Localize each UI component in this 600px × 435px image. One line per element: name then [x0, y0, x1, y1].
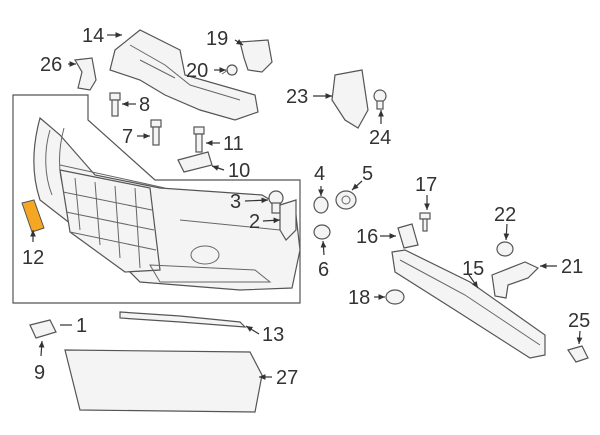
- callout-10: 10: [228, 160, 250, 182]
- callout-5: 5: [362, 163, 373, 185]
- bracket-21: [491, 261, 540, 299]
- callout-7: 7: [122, 126, 133, 148]
- impact-bar-15: [391, 249, 546, 359]
- clip-25: [567, 345, 589, 363]
- callout-6: 6: [318, 259, 329, 281]
- callout-25: 25: [568, 310, 590, 332]
- callout-3: 3: [230, 191, 241, 213]
- callout-1: 1: [76, 315, 87, 337]
- callout-4: 4: [314, 163, 325, 185]
- grille-trim-27: [64, 349, 263, 413]
- reflector-12-highlighted: [21, 199, 45, 233]
- callout-17: 17: [415, 174, 437, 196]
- callout-14: 14: [82, 25, 104, 47]
- callout-13: 13: [262, 324, 284, 346]
- molding-13: [119, 311, 247, 328]
- leader-lines: [30, 32, 583, 380]
- callout-11: 11: [223, 133, 244, 155]
- callout-26: 26: [40, 54, 62, 76]
- callout-18: 18: [348, 287, 370, 309]
- callout-19: 19: [206, 28, 228, 50]
- callout-21: 21: [561, 256, 583, 278]
- callout-23: 23: [286, 86, 308, 108]
- bracket-26: [74, 57, 97, 91]
- screw-20: [221, 64, 238, 76]
- callout-15: 15: [462, 258, 484, 280]
- bolt-11: [193, 126, 205, 153]
- bracket-2: [279, 199, 297, 241]
- bushing-4: [313, 196, 329, 214]
- bushing-5: [335, 190, 357, 210]
- callout-labels: 14 26 19 20 23 24 8 7 11 10 3 2 4 5 6 17…: [22, 25, 590, 389]
- callout-2: 2: [249, 211, 260, 233]
- callout-12: 12: [22, 247, 44, 269]
- bushing-6: [313, 224, 331, 240]
- callout-9: 9: [34, 362, 45, 384]
- bolt-8: [109, 92, 121, 117]
- callout-27: 27: [276, 367, 298, 389]
- bumper-assembly-frame: [12, 94, 301, 304]
- callout-22: 22: [494, 204, 516, 226]
- upper-bracket-14: [109, 29, 259, 121]
- bolt-17: [419, 212, 431, 232]
- grommet-18: [385, 289, 405, 305]
- callout-20: 20: [186, 60, 208, 82]
- nut-24: [373, 89, 387, 110]
- callout-16: 16: [356, 226, 378, 248]
- callout-8: 8: [139, 94, 150, 116]
- guide-23: [331, 69, 369, 129]
- bracket-19: [239, 39, 273, 73]
- bumper-cover: [33, 116, 301, 291]
- nut-22: [496, 241, 514, 257]
- bracket-10: [177, 151, 213, 173]
- bracket-16: [397, 223, 419, 249]
- bracket-9: [29, 319, 57, 339]
- callout-24: 24: [369, 127, 391, 149]
- bolt-7: [150, 119, 162, 146]
